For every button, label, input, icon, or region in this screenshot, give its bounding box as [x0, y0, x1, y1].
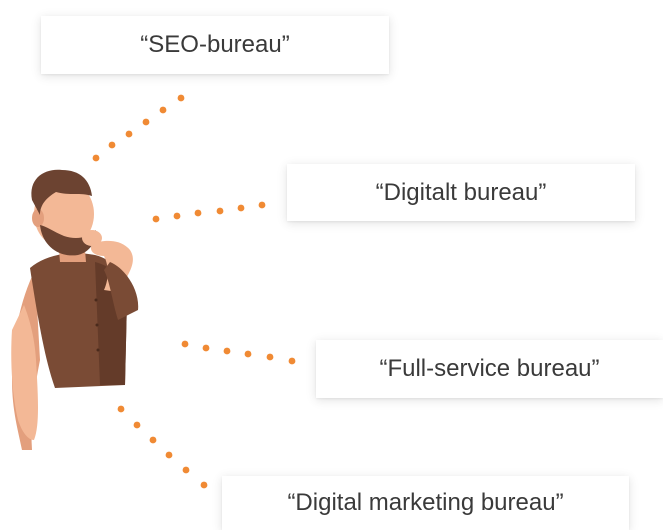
label-text-seo: “SEO-bureau” — [140, 31, 290, 58]
connector-seo — [92, 94, 185, 162]
thinking-man-icon — [11, 169, 139, 450]
label-card-full-service: “Full-service bureau” — [316, 340, 663, 398]
connector-full-service — [181, 340, 296, 365]
label-card-digital-marketing: “Digital marketing bureau” — [222, 476, 629, 530]
label-card-seo: “SEO-bureau” — [41, 16, 389, 74]
connector-digitalt — [152, 201, 266, 223]
label-text-digital-marketing: “Digital marketing bureau” — [287, 489, 564, 516]
label-text-full-service: “Full-service bureau” — [379, 355, 600, 382]
label-card-digitalt: “Digitalt bureau” — [287, 164, 635, 221]
connector-digital-marketing — [117, 405, 208, 489]
label-text-digitalt: “Digitalt bureau” — [375, 178, 547, 206]
